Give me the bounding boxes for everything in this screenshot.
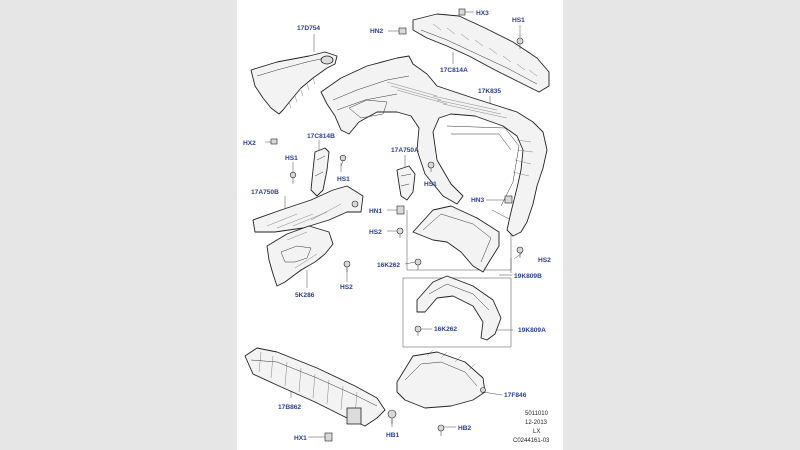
label-17A750A: 17A750A (391, 147, 419, 154)
footer-model: LX (533, 429, 540, 435)
fastener-HN2 (398, 27, 407, 35)
label-17F846: 17F846 (504, 392, 527, 399)
label-17D754: 17D754 (297, 25, 320, 32)
fastener-HB2 (437, 424, 445, 436)
label-HB1: HB1 (386, 432, 400, 439)
fastener-HS1-top (516, 37, 524, 49)
label-HS2-left: HS2 (340, 284, 353, 291)
part-17C814B-bracket (310, 147, 330, 197)
footer-date: 12-2013 (525, 420, 548, 426)
fastener-HS2-left (343, 260, 351, 272)
fastener-HN3 (504, 195, 513, 204)
footer-illustration-id: C0244161-03 (513, 438, 550, 444)
part-17A750A-bracket (396, 165, 416, 201)
fastener-HB1 (387, 409, 397, 424)
label-HX1: HX1 (294, 435, 307, 442)
part-19K809B-cover (412, 205, 500, 273)
part-17A750B-bracket (252, 185, 364, 233)
fastener-HX2 (270, 138, 278, 145)
label-17C814A: 17C814A (440, 67, 468, 74)
fastener-HN1 (396, 205, 405, 215)
label-HS1-mid: HS1 (337, 176, 350, 183)
fastener-HS1-mid (339, 154, 347, 167)
label-17C814B: 17C814B (307, 133, 335, 140)
label-HN3: HN3 (471, 197, 485, 204)
label-HS1-left: HS1 (285, 155, 298, 162)
label-HN2: HN2 (370, 28, 384, 35)
fastener-HS2-center (396, 227, 404, 238)
label-17K835: 17K835 (478, 88, 501, 95)
label-5K286: 5K286 (295, 292, 315, 299)
label-HX2: HX2 (243, 140, 256, 147)
fastener-HS1-left (289, 171, 297, 184)
group-bracket-upper (406, 209, 512, 271)
label-19K809A: 19K809A (518, 327, 546, 334)
fastener-HX1 (324, 432, 333, 442)
group-bracket-lower (402, 277, 512, 348)
label-HS1-center: HS1 (424, 181, 437, 188)
label-HS2-right: HS2 (538, 257, 551, 264)
label-17B862: 17B862 (278, 404, 301, 411)
label-16K262-lower: 16K262 (434, 326, 457, 333)
diagram-sheet: 17D754 HX2 HS1 17C814B HS1 17A750B 5K286… (237, 0, 563, 450)
part-17D754-panel (250, 51, 338, 115)
part-19K809A-cover (416, 275, 502, 341)
part-17C814A-reinforcement (412, 13, 550, 93)
label-HS1-top: HS1 (512, 17, 525, 24)
part-17F846-tray (396, 349, 486, 409)
label-HX3: HX3 (476, 10, 489, 17)
label-17A750B: 17A750B (251, 189, 279, 196)
exploded-parts-diagram: 17D754 HX2 HS1 17C814B HS1 17A750B 5K286… (243, 8, 551, 444)
fastener-16K262-lower (414, 325, 422, 336)
part-17K835-bumper-cover (320, 55, 548, 237)
fastener-HS1-center (427, 161, 435, 172)
part-17B862-beam (244, 347, 386, 427)
label-HS2-center: HS2 (369, 229, 382, 236)
fastener-HX3 (458, 8, 466, 16)
fastener-16K262-upper (414, 258, 422, 270)
footer-code: 5011010 (525, 411, 549, 417)
label-19K809B: 19K809B (514, 273, 542, 280)
label-HN1: HN1 (369, 208, 383, 215)
fastener-HS2-right (516, 246, 524, 258)
part-5K286-liner (266, 225, 334, 287)
label-16K262-upper: 16K262 (377, 262, 400, 269)
label-HB2: HB2 (458, 425, 472, 432)
